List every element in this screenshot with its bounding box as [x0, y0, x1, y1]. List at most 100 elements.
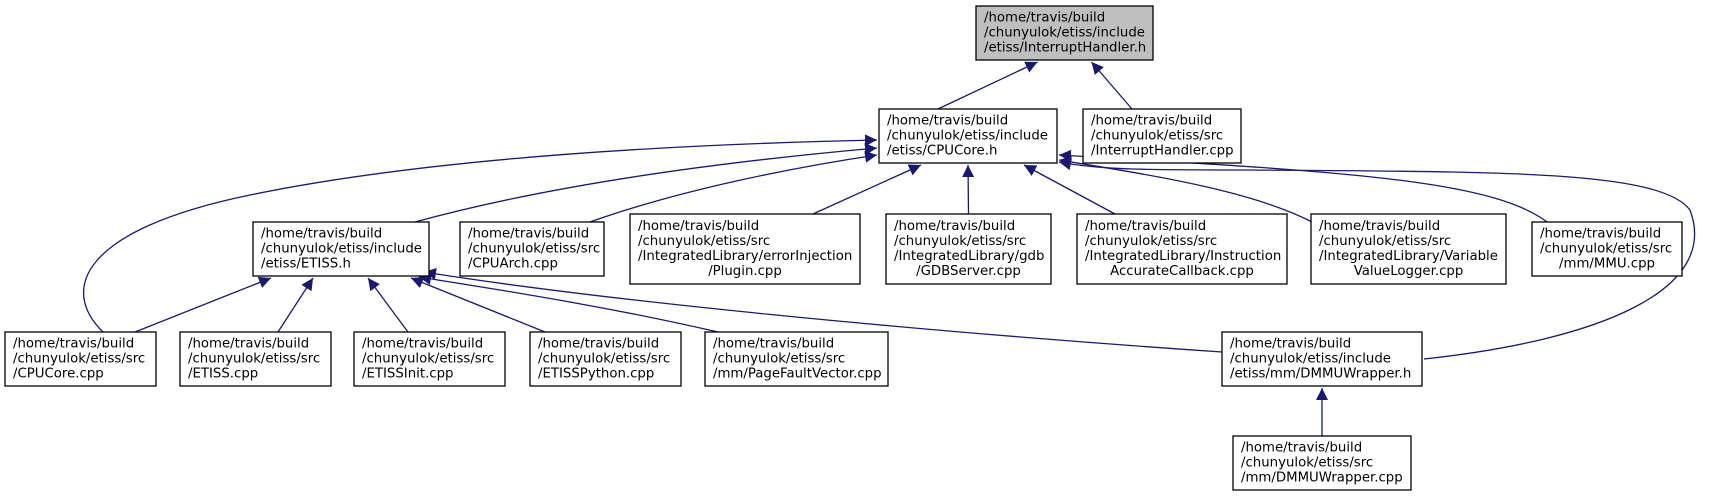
edge-line	[134, 276, 272, 333]
node-label-line: /home/travis/build	[894, 219, 1015, 234]
edge-line	[937, 61, 1038, 110]
node-box	[1082, 108, 1242, 164]
node-box	[704, 331, 889, 387]
node-variable-logger-cpp[interactable]: /home/travis/build/chunyulok/etiss/src/I…	[1310, 213, 1507, 285]
node-label-line: /home/travis/build	[1540, 227, 1661, 242]
node-dmmuwrapper-h[interactable]: /home/travis/build/chunyulok/etiss/inclu…	[1221, 331, 1423, 387]
node-label-line: /chunyulok/etiss/include	[887, 129, 1048, 144]
node-box	[1232, 435, 1412, 491]
node-etiss-h[interactable]: /home/travis/build/chunyulok/etiss/inclu…	[252, 221, 430, 277]
node-label-line: /mm/PageFaultVector.cpp	[713, 367, 882, 382]
edge-etiss_cpp-to-etiss_h	[277, 277, 314, 333]
node-label-line: /ETISS.cpp	[188, 367, 258, 382]
node-label-line: /chunyulok/etiss/src	[713, 352, 845, 367]
edge-interrupt_handler_cpp-to-interrupt_handler_h	[1091, 61, 1133, 110]
node-box	[1076, 213, 1288, 285]
edge-dmmuwrapper_h-to-etiss_h	[423, 267, 1223, 353]
node-box	[4, 331, 157, 387]
node-label-line: /home/travis/build	[1241, 441, 1362, 456]
node-label-line: /home/travis/build	[362, 337, 483, 352]
node-label-line: /chunyulok/etiss/src	[188, 352, 320, 367]
node-label-line: /home/travis/build	[887, 114, 1008, 129]
edge-line	[1091, 61, 1133, 110]
node-label-line: /home/travis/build	[538, 337, 659, 352]
node-label-line: /home/travis/build	[1091, 114, 1212, 129]
node-label-line: /IntegratedLibrary/errorInjection	[638, 249, 852, 264]
node-gdbserver-cpp[interactable]: /home/travis/build/chunyulok/etiss/src/I…	[885, 213, 1052, 285]
edge-cpucore_cpp-to-cpucore_h	[82, 134, 878, 333]
node-etissinit-cpp[interactable]: /home/travis/build/chunyulok/etiss/src/E…	[353, 331, 506, 387]
node-label-line: /chunyulok/etiss/src	[1540, 242, 1672, 257]
edge-line	[414, 143, 878, 223]
node-label-line: /IntegratedLibrary/Instruction	[1085, 249, 1281, 264]
node-box	[1310, 213, 1507, 285]
edge-cpucore_cpp-to-etiss_h	[134, 276, 272, 333]
edge-line	[410, 276, 546, 333]
edge-line	[367, 277, 409, 333]
edges-layer	[82, 61, 1696, 436]
node-label-line: /home/travis/build	[1085, 219, 1206, 234]
node-label-line: /chunyulok/etiss/src	[1091, 129, 1223, 144]
node-label-line: /chunyulok/etiss/include	[984, 26, 1145, 41]
node-label-line: /home/travis/build	[1319, 219, 1440, 234]
node-box	[459, 221, 605, 277]
node-label-line: /chunyulok/etiss/src	[638, 234, 770, 249]
node-label-line: /chunyulok/etiss/src	[13, 352, 145, 367]
node-label-line: /IntegratedLibrary/Variable	[1319, 249, 1498, 264]
node-box	[179, 331, 332, 387]
node-label-line: /CPUArch.cpp	[468, 257, 558, 272]
node-interrupt-handler-cpp[interactable]: /home/travis/build/chunyulok/etiss/src/I…	[1082, 108, 1242, 164]
node-pagefault-cpp[interactable]: /home/travis/build/chunyulok/etiss/src/m…	[704, 331, 889, 387]
node-etiss-cpp[interactable]: /home/travis/build/chunyulok/etiss/src/E…	[179, 331, 332, 387]
node-label-line: /chunyulok/etiss/include	[261, 242, 422, 257]
node-label-line: /chunyulok/etiss/src	[362, 352, 494, 367]
node-box	[1531, 221, 1683, 277]
node-box	[629, 213, 861, 285]
edge-etiss_h-to-cpucore_h	[414, 143, 878, 223]
node-label-line: /etiss/InterruptHandler.h	[984, 41, 1146, 56]
edge-etisspython_cpp-to-etiss_h	[410, 276, 546, 333]
edge-line	[277, 277, 314, 333]
node-label-line: /chunyulok/etiss/src	[894, 234, 1026, 249]
node-label-line: /etiss/mm/DMMUWrapper.h	[1230, 367, 1411, 382]
node-label-line: /GDBServer.cpp	[916, 264, 1021, 279]
edge-line	[1058, 158, 1696, 360]
edge-line	[423, 267, 1223, 353]
node-box	[353, 331, 506, 387]
node-instruction-cb-cpp[interactable]: /home/travis/build/chunyulok/etiss/src/I…	[1076, 213, 1288, 285]
node-label-line: /home/travis/build	[984, 11, 1105, 26]
node-mmu-cpp[interactable]: /home/travis/build/chunyulok/etiss/src/m…	[1531, 221, 1683, 277]
node-label-line: ValueLogger.cpp	[1354, 264, 1464, 279]
node-interrupt-handler-h: /home/travis/build/chunyulok/etiss/inclu…	[975, 5, 1154, 61]
node-label-line: /etiss/ETISS.h	[261, 257, 351, 272]
node-cpucore-cpp[interactable]: /home/travis/build/chunyulok/etiss/src/C…	[4, 331, 157, 387]
node-cpuarch-cpp[interactable]: /home/travis/build/chunyulok/etiss/src/C…	[459, 221, 605, 277]
node-label-line: /ETISSInit.cpp	[362, 367, 453, 382]
node-label-line: /home/travis/build	[261, 227, 382, 242]
node-box	[878, 108, 1058, 164]
node-label-line: /CPUCore.cpp	[13, 367, 104, 382]
node-label-line: /etiss/CPUCore.h	[887, 144, 997, 159]
node-dmmuwrapper-cpp[interactable]: /home/travis/build/chunyulok/etiss/src/m…	[1232, 435, 1412, 491]
edge-cpuarch_cpp-to-cpucore_h	[589, 150, 878, 223]
edge-error_injection_cpp-to-cpucore_h	[812, 164, 922, 215]
node-error-injection-cpp[interactable]: /home/travis/build/chunyulok/etiss/src/I…	[629, 213, 861, 285]
node-cpucore-h[interactable]: /home/travis/build/chunyulok/etiss/inclu…	[878, 108, 1058, 164]
node-label-line: /chunyulok/etiss/src	[538, 352, 670, 367]
node-label-line: /chunyulok/etiss/src	[1241, 456, 1373, 471]
node-etisspython-cpp[interactable]: /home/travis/build/chunyulok/etiss/src/E…	[529, 331, 682, 387]
edge-line	[962, 164, 975, 215]
edge-cpucore_h-to-interrupt_handler_h	[937, 61, 1038, 110]
edge-gdbserver_cpp-to-cpucore_h	[962, 164, 975, 215]
node-box	[975, 5, 1154, 61]
node-label-line: /home/travis/build	[713, 337, 834, 352]
edge-etissinit_cpp-to-etiss_h	[367, 277, 409, 333]
node-label-line: /chunyulok/etiss/src	[468, 242, 600, 257]
node-label-line: /mm/DMMUWrapper.cpp	[1241, 471, 1403, 486]
node-box	[1221, 331, 1423, 387]
edge-pagefault_cpp-to-etiss_h	[418, 272, 719, 333]
node-label-line: /home/travis/build	[638, 219, 759, 234]
edge-instruction_cb_cpp-to-cpucore_h	[1023, 164, 1116, 215]
node-box	[252, 221, 430, 277]
